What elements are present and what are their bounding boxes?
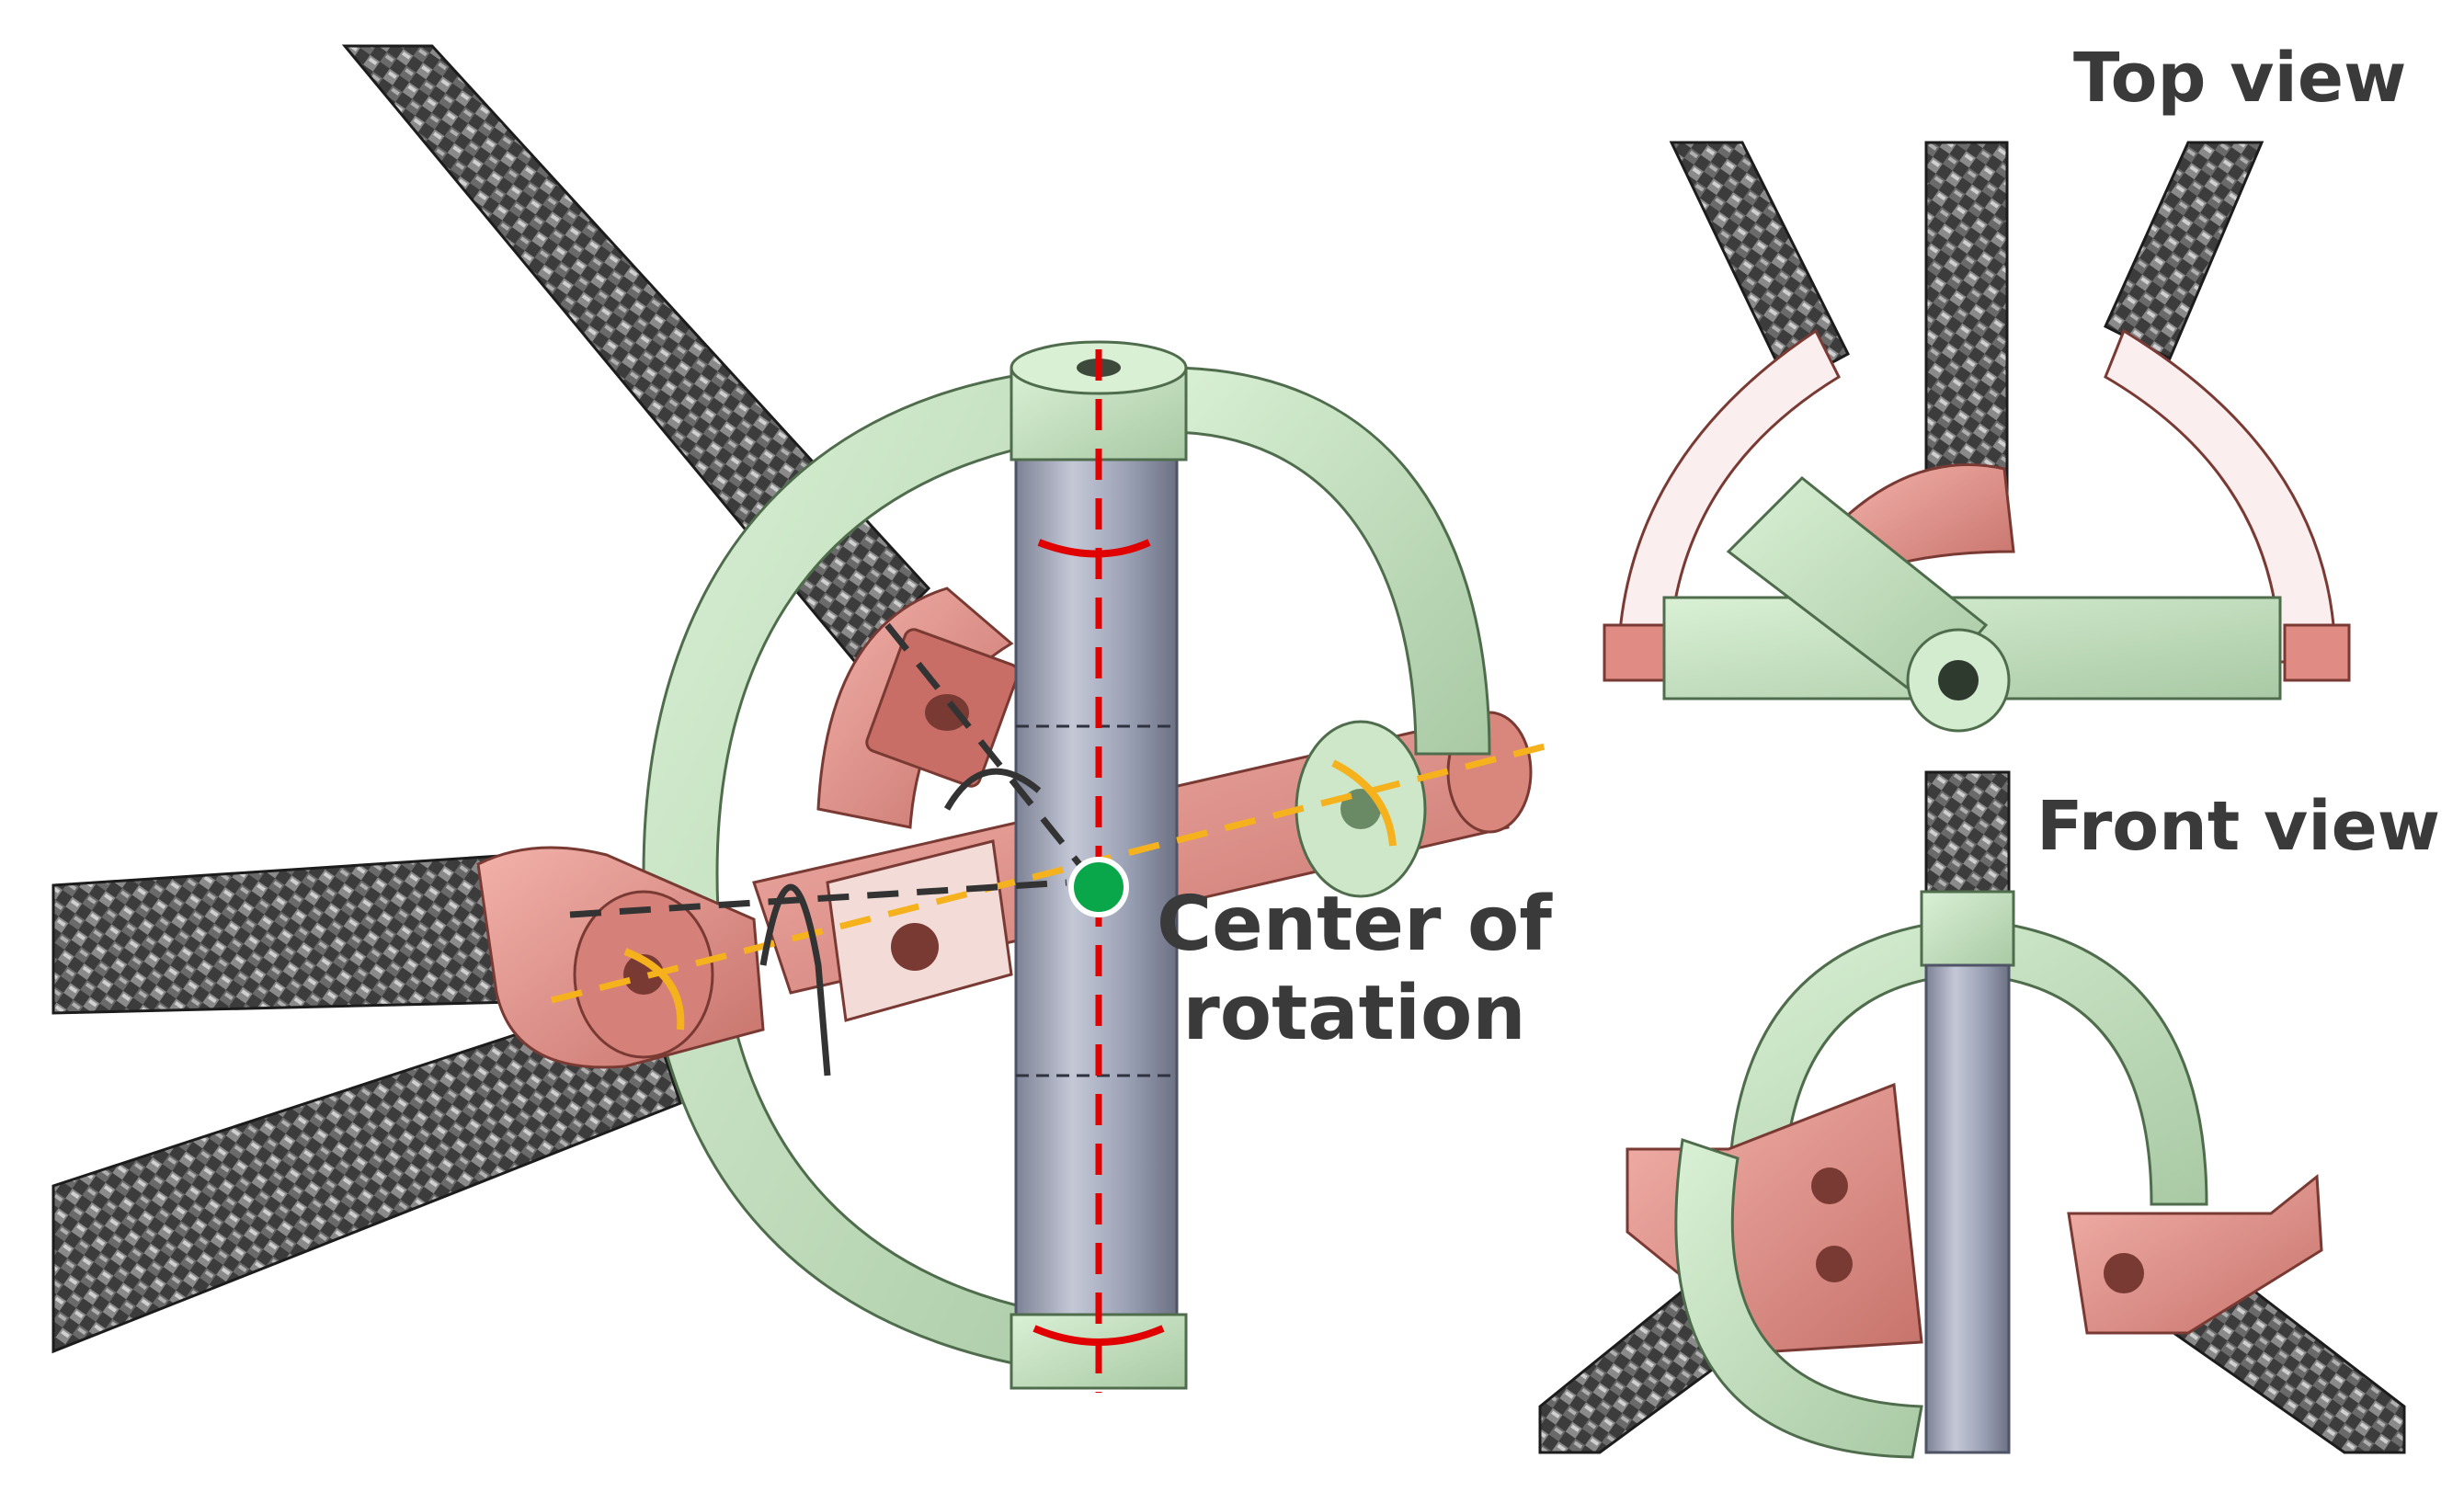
red-end [2283,623,2351,682]
carbon-tube-lower [51,991,682,1354]
carbon-tube [1669,141,1850,389]
rotation-arrow-icon [759,883,831,1076]
bolt-hole [1811,1167,1848,1204]
carbon-tube-left [51,853,517,1015]
bolt-hole [891,923,939,971]
green-plate-tilted [1726,475,1989,701]
center-of-rotation-dot [1068,857,1129,917]
center-of-rotation-label: Center of rotation [1157,881,1552,1059]
axis-tilted-dark [884,622,1097,885]
top-view-label: Top view [2073,39,2407,118]
green-ring-front [1674,1138,1923,1459]
rotation-arrow-icon [623,948,685,1031]
carbon-tube [1924,770,2011,912]
bolt-hole [2104,1253,2144,1293]
front-top-cap [1920,890,2015,967]
rotation-arrow-icon [1331,759,1397,847]
axis-tilted-dark [569,879,1067,918]
carbon-tube [2104,141,2264,361]
main-isometric-view [51,44,1546,1393]
rotation-arrow-icon [1037,539,1151,558]
front-view [1538,770,2406,1459]
axis-horizontal-orange [551,743,1546,1004]
green-arch [1727,917,2208,1206]
bolt-hole [1816,1246,1853,1282]
bolt-hole [1938,660,1979,700]
front-rod [1924,963,2011,1454]
red-end [1603,623,1671,682]
red-bracket-right [2067,1174,2323,1335]
center-label-line1: Center of [1157,881,1552,968]
bolt-hole [925,694,969,731]
carbon-tube-upper [341,44,931,665]
green-ring-right [1166,366,1491,756]
rotation-arrow-icon [1032,1325,1165,1346]
rotation-arrow-icon [943,768,1042,811]
top-view [1603,141,2351,733]
center-label-line2: rotation [1182,969,1526,1057]
front-view-label: Front view [2036,787,2441,866]
